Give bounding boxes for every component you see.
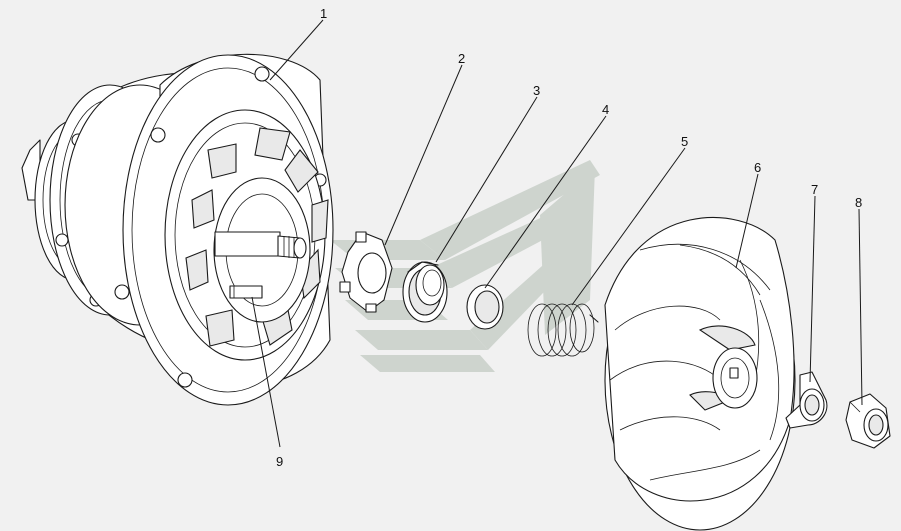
pump-housing bbox=[21, 53, 334, 406]
callout-3: 3 bbox=[533, 83, 540, 98]
hex-nut bbox=[845, 393, 891, 449]
callout-6: 6 bbox=[754, 160, 761, 175]
callout-5: 5 bbox=[681, 134, 688, 149]
mechanical-seal bbox=[402, 261, 448, 323]
spring bbox=[527, 303, 599, 357]
callout-7: 7 bbox=[811, 182, 818, 197]
tab-washer bbox=[785, 371, 828, 429]
callout-labels: 1 2 3 4 5 6 7 8 9 bbox=[276, 6, 862, 469]
seal-plate bbox=[339, 231, 393, 313]
seal-ring bbox=[466, 284, 504, 330]
callout-8: 8 bbox=[855, 195, 862, 210]
callout-9: 9 bbox=[276, 454, 283, 469]
callout-2: 2 bbox=[458, 51, 465, 66]
impeller bbox=[604, 217, 796, 531]
callout-1: 1 bbox=[320, 6, 327, 21]
leader-lines bbox=[251, 19, 863, 448]
callout-4: 4 bbox=[602, 102, 609, 117]
